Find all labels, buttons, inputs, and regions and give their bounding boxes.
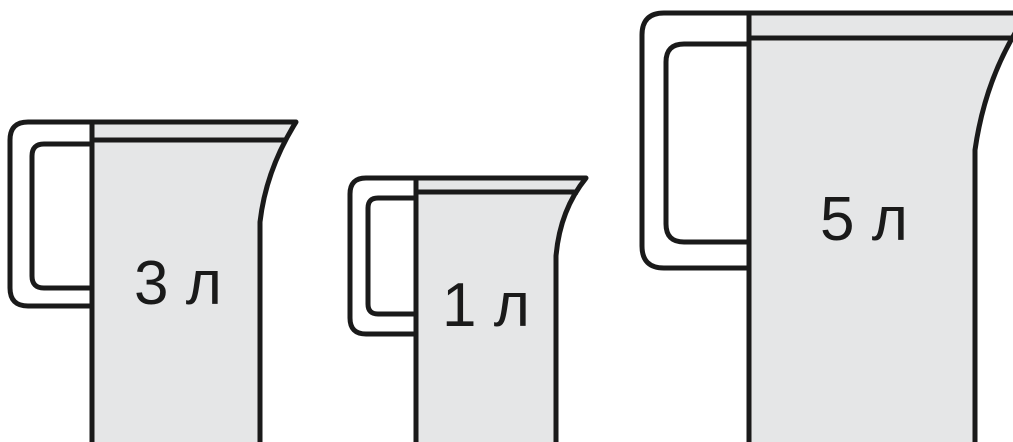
jug-5l-label: 5 л <box>820 185 908 254</box>
jug-5l: 5 л <box>642 13 1013 442</box>
jug-1l: 1 л <box>350 178 586 442</box>
jug-1l-label: 1 л <box>442 271 530 340</box>
jug-3l-handle <box>10 122 92 306</box>
jug-3l-label: 3 л <box>134 249 222 318</box>
jug-5l-handle <box>642 13 749 268</box>
jug-1l-handle <box>350 178 416 334</box>
jug-3l: 3 л <box>10 122 296 442</box>
